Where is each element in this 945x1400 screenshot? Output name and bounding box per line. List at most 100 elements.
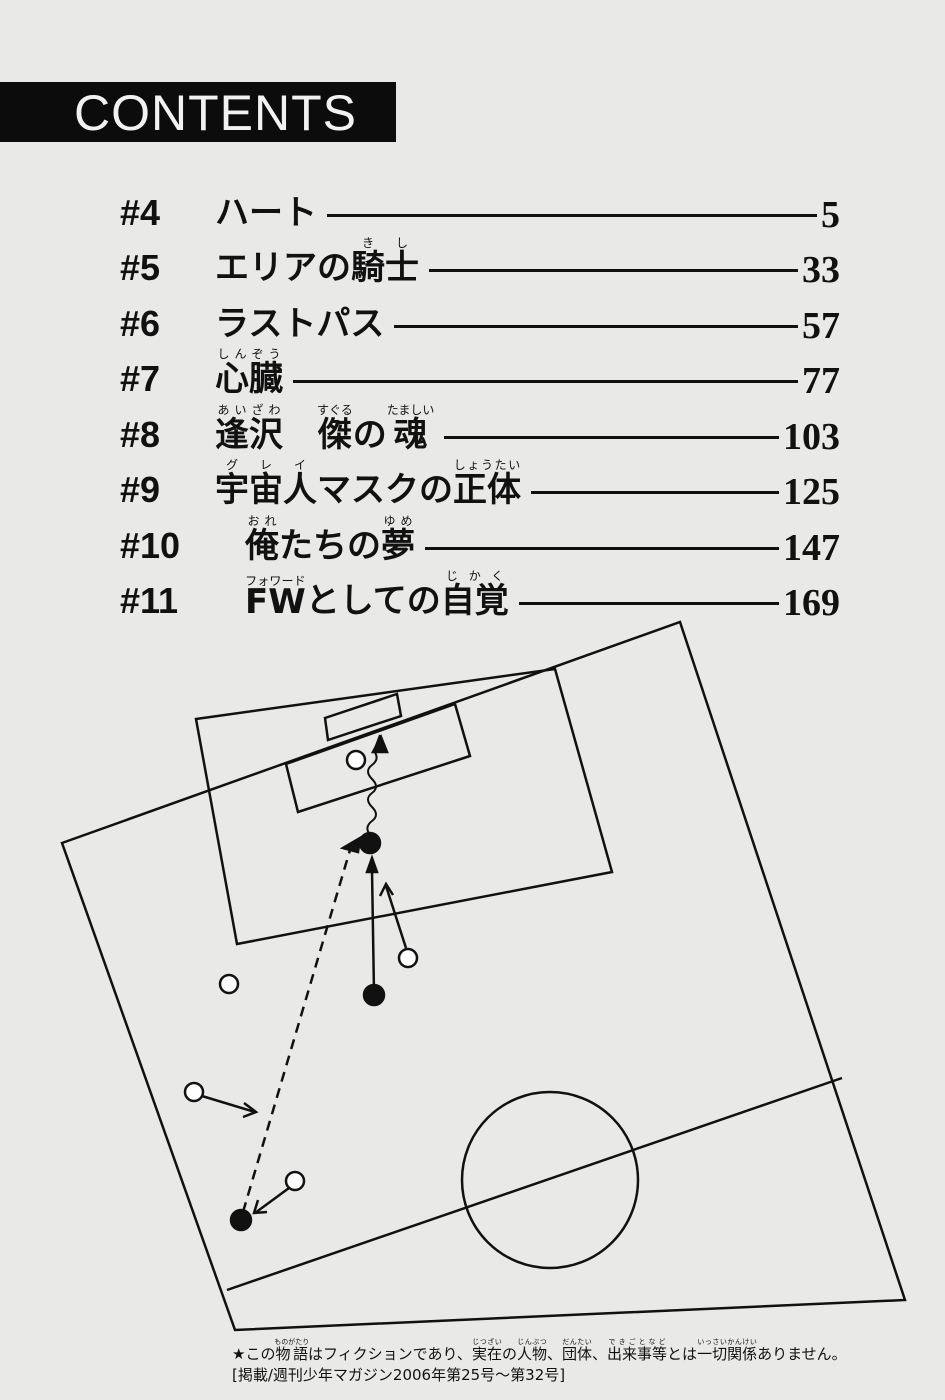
goal — [323, 692, 403, 742]
ruby-text: 出来事等できごとなど — [607, 1338, 668, 1363]
defender-marker — [345, 749, 367, 771]
contents-title: CONTENTS — [74, 85, 357, 141]
leader-line — [429, 269, 798, 272]
ruby-text: 俺おれ — [245, 514, 279, 567]
furigana: じかく — [440, 569, 509, 583]
chapter-number: #8 — [120, 414, 161, 455]
ruby-text: 正体しょうたい — [453, 458, 521, 511]
kanji: FW — [245, 582, 306, 622]
leader-line — [394, 325, 798, 328]
penalty-area — [194, 667, 614, 946]
chapter-number: #4 — [120, 192, 161, 233]
title-text: ハート — [215, 193, 317, 233]
kanji: 正体 — [453, 470, 521, 510]
field-outline — [60, 620, 907, 1332]
page-number: 57 — [802, 305, 840, 347]
disclaimer: ★この物語ものがたりはフィクションであり、実在じつざいの人物じんぶつ、団体だんた… — [232, 1338, 847, 1364]
kanji: 物語 — [274, 1345, 310, 1363]
title-text: この — [245, 1345, 276, 1363]
chapter-number: #9 — [120, 469, 161, 510]
furigana: だんたい — [562, 1338, 593, 1346]
defender-marker — [284, 1170, 306, 1192]
defender-arrowhead — [378, 881, 395, 897]
page-number: 5 — [821, 194, 840, 236]
chapter-title: エリアの騎士きし 33 — [215, 236, 840, 289]
title-text: エリアの — [215, 248, 351, 288]
attacker-marker — [362, 983, 386, 1007]
furigana: ゆめ — [381, 514, 415, 528]
ruby-text: 夢ゆめ — [381, 514, 415, 567]
furigana: しんぞう — [215, 347, 283, 361]
dribble-wavy-path — [366, 734, 381, 836]
ruby-text: 実在じつざい — [472, 1338, 502, 1363]
defender-arrowhead-3 — [252, 1199, 268, 1215]
kanji: 夢 — [381, 526, 415, 566]
title-text: の — [501, 1345, 517, 1363]
defender-arrowhead-2 — [242, 1102, 259, 1119]
title-text: はフィクションであり、 — [307, 1345, 472, 1363]
page-number: 103 — [783, 416, 840, 458]
ruby-text: FWフォワード — [245, 574, 306, 622]
ruby-text: 自覚じかく — [441, 569, 509, 622]
attacker-marker — [358, 831, 382, 855]
chapter-row[interactable]: #5 エリアの騎士きし 33 — [0, 233, 945, 289]
leader-line — [327, 214, 817, 217]
chapter-number: #10 — [120, 525, 181, 566]
kanji: 一切関係 — [697, 1345, 758, 1363]
halfway-line — [226, 1076, 843, 1292]
chapter-number: #5 — [120, 247, 161, 288]
star-icon: ★ — [232, 1345, 246, 1363]
kanji: 魂 — [386, 415, 435, 455]
leader-line — [444, 436, 779, 439]
leader-line — [425, 547, 779, 550]
kanji: 俺 — [245, 526, 279, 566]
ruby-text: 宇宙人グレイ — [215, 458, 317, 511]
page-number: 147 — [783, 527, 840, 569]
kanji: 騎士 — [351, 248, 419, 288]
title-text: 、 — [592, 1345, 608, 1363]
run-arrowhead — [365, 854, 379, 874]
kanji: 出来事等 — [607, 1345, 668, 1363]
furigana: じつざい — [471, 1338, 502, 1346]
kanji: 自覚 — [440, 581, 509, 621]
chapter-number: #6 — [120, 303, 161, 344]
defender-marker — [218, 973, 240, 995]
publication-source: [掲載/週刊少年マガジン2006年第25号〜第32号] — [232, 1366, 566, 1384]
title-text: の — [352, 415, 387, 455]
defender-arrow — [384, 885, 408, 949]
pass-path-dashed — [241, 849, 352, 1213]
ruby-text: 団体だんたい — [562, 1338, 592, 1363]
furigana: おれ — [245, 514, 279, 528]
chapter-row[interactable]: #4 ハート 5 — [0, 178, 945, 234]
ruby-text: 逢沢あいざわ — [215, 403, 283, 456]
ruby-text: 魂たましい — [387, 403, 435, 456]
contents-banner: CONTENTS — [0, 82, 396, 142]
furigana: きし — [351, 236, 419, 250]
ruby-text: 一切関係いっさいかんけい — [697, 1338, 758, 1363]
furigana: できごとなど — [607, 1338, 668, 1346]
furigana: あいざわ — [215, 403, 283, 417]
kanji: 逢沢 — [215, 415, 283, 455]
furigana: グレイ — [215, 458, 317, 472]
title-text: ありません。 — [757, 1345, 847, 1363]
run-arrow — [370, 869, 376, 994]
chapter-number: #11 — [120, 580, 179, 621]
ruby-text: 騎士きし — [351, 236, 419, 289]
kanji: 心臓 — [215, 359, 283, 399]
ruby-text: 人物じんぶつ — [517, 1338, 547, 1363]
leader-line — [293, 380, 798, 383]
title-text: とは — [667, 1345, 698, 1363]
page-number: 33 — [802, 249, 840, 291]
